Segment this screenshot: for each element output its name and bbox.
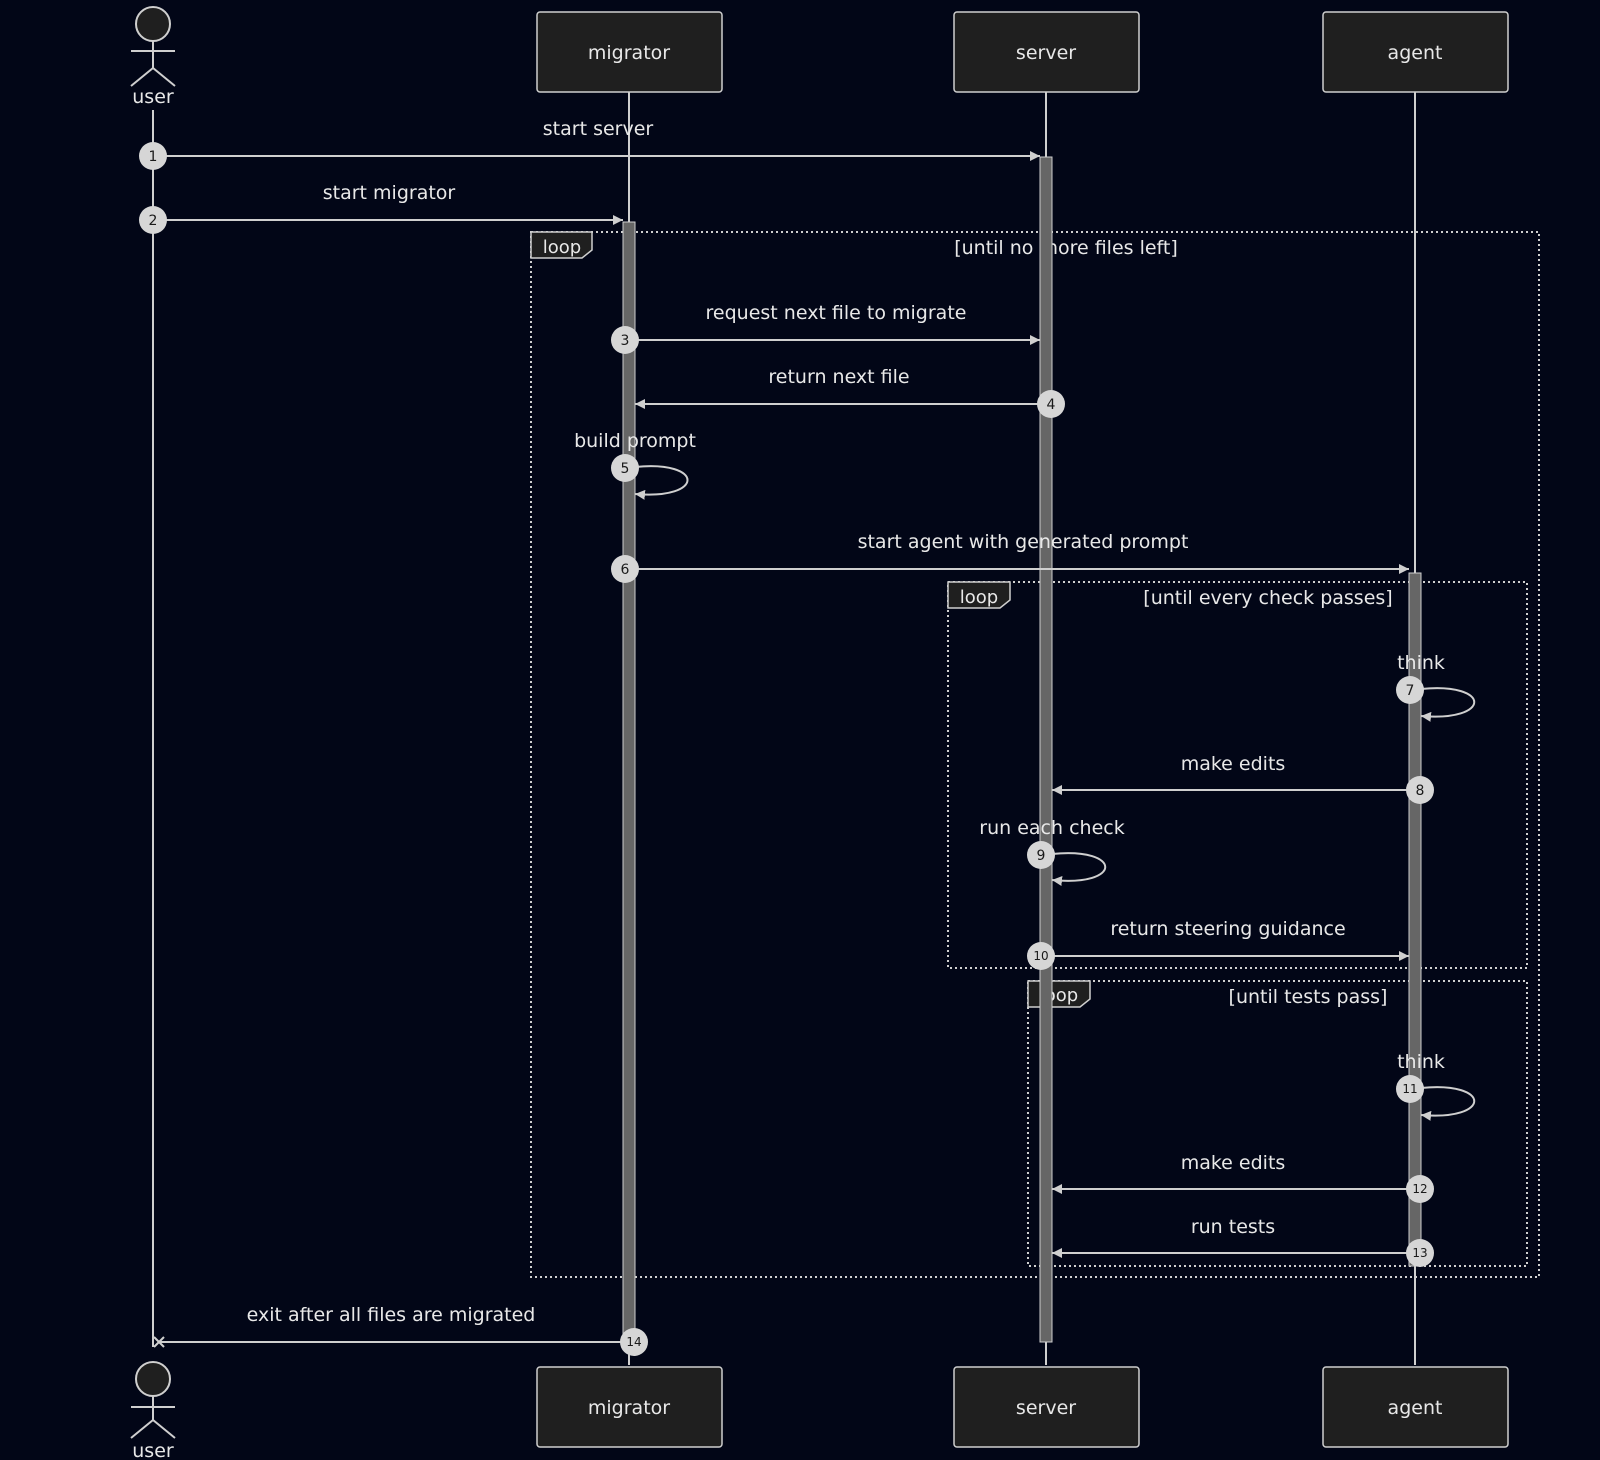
message-label: start migrator xyxy=(323,182,456,204)
svg-text:11: 11 xyxy=(1402,1082,1417,1096)
stick-figure-icon xyxy=(130,1361,176,1439)
svg-text:9: 9 xyxy=(1037,848,1046,864)
message-3: request next file to migrate xyxy=(635,302,1040,345)
participant-migrator-bottom: migrator xyxy=(536,1366,723,1448)
svg-text:3: 3 xyxy=(621,333,630,349)
migrator-activation xyxy=(622,221,636,1343)
message-label: exit after all files are migrated xyxy=(247,1304,536,1326)
message-label: start server xyxy=(543,118,654,140)
message-label: request next file to migrate xyxy=(706,302,967,324)
message-5: build prompt xyxy=(574,430,696,500)
message-label: run each check xyxy=(979,817,1124,839)
message-label: build prompt xyxy=(574,430,696,452)
participant-agent-top: agent xyxy=(1322,11,1509,93)
message-13: run tests xyxy=(1052,1216,1409,1258)
message-6: start agent with generated prompt xyxy=(635,531,1409,574)
loop-tag-outer: loop xyxy=(543,237,581,258)
message-8: make edits xyxy=(1052,753,1409,795)
loop-condition-tests: [until tests pass] xyxy=(1229,986,1388,1008)
message-1: start server xyxy=(153,118,1040,161)
sequence-badge: 9 xyxy=(1027,841,1055,869)
loop-tag-checks: loop xyxy=(960,587,998,608)
participant-label: agent xyxy=(1388,1397,1443,1419)
svg-text:2: 2 xyxy=(149,213,158,229)
sequence-badge: 11 xyxy=(1396,1075,1424,1103)
message-7: think xyxy=(1397,652,1476,722)
participant-label: migrator xyxy=(588,1397,670,1419)
message-11: think xyxy=(1397,1051,1476,1121)
message-label: make edits xyxy=(1181,753,1286,775)
message-label: return next file xyxy=(768,366,909,388)
participant-agent-bottom: agent xyxy=(1322,1366,1509,1448)
message-label: run tests xyxy=(1191,1216,1275,1238)
loop-frame-outer: loop [until no more files left] xyxy=(530,231,1540,1278)
message-4: return next file xyxy=(635,366,1040,409)
svg-text:7: 7 xyxy=(1406,683,1415,699)
destroy-cross-icon xyxy=(153,1336,165,1348)
participant-server-bottom: server xyxy=(953,1366,1140,1448)
participant-migrator-top: migrator xyxy=(536,11,723,93)
message-10: return steering guidance xyxy=(1052,918,1409,961)
svg-text:5: 5 xyxy=(621,461,630,477)
svg-text:8: 8 xyxy=(1416,783,1425,799)
message-12: make edits xyxy=(1052,1152,1409,1194)
loop-frame-checks: loop [until every check passes] xyxy=(947,581,1528,969)
stick-figure-icon xyxy=(130,6,176,87)
svg-text:13: 13 xyxy=(1412,1246,1427,1260)
sequence-badge: 13 xyxy=(1406,1239,1434,1267)
sequence-badge: 7 xyxy=(1396,676,1424,704)
message-label: return steering guidance xyxy=(1110,918,1345,940)
user-actor-bottom: user xyxy=(130,1361,176,1460)
svg-text:6: 6 xyxy=(621,562,630,578)
message-label: start agent with generated prompt xyxy=(858,531,1189,553)
message-9: run each check xyxy=(979,817,1125,886)
message-14: exit after all files are migrated xyxy=(153,1304,623,1348)
sequence-badge: 8 xyxy=(1406,776,1434,804)
participant-label: server xyxy=(1016,1397,1076,1419)
participant-label: server xyxy=(1016,42,1076,64)
loop-condition-checks: [until every check passes] xyxy=(1143,587,1392,609)
message-label: make edits xyxy=(1181,1152,1286,1174)
sequence-badge: 14 xyxy=(620,1328,648,1356)
svg-text:1: 1 xyxy=(149,149,158,165)
sequence-badge: 2 xyxy=(139,206,167,234)
sequence-badge: 6 xyxy=(611,555,639,583)
actor-label: user xyxy=(132,1440,174,1460)
user-actor-top: user xyxy=(130,6,176,108)
sequence-badge: 4 xyxy=(1037,390,1065,418)
svg-text:10: 10 xyxy=(1033,949,1048,963)
sequence-badge: 12 xyxy=(1406,1175,1434,1203)
server-activation xyxy=(1039,156,1053,1343)
loop-condition-outer: [until no more files left] xyxy=(954,237,1178,259)
message-label: think xyxy=(1397,1051,1445,1073)
svg-text:14: 14 xyxy=(626,1335,641,1349)
message-2: start migrator xyxy=(153,182,623,225)
svg-text:4: 4 xyxy=(1047,397,1056,413)
sequence-badge: 1 xyxy=(139,142,167,170)
loop-frame-tests: loop [until tests pass] xyxy=(1027,980,1528,1267)
sequence-badge: 5 xyxy=(611,454,639,482)
participant-label: migrator xyxy=(588,42,670,64)
actor-label: user xyxy=(132,86,174,108)
svg-text:12: 12 xyxy=(1412,1182,1427,1196)
sequence-badge: 10 xyxy=(1027,942,1055,970)
message-label: think xyxy=(1397,652,1445,674)
participant-server-top: server xyxy=(953,11,1140,93)
participant-label: agent xyxy=(1388,42,1443,64)
sequence-badge: 3 xyxy=(611,326,639,354)
